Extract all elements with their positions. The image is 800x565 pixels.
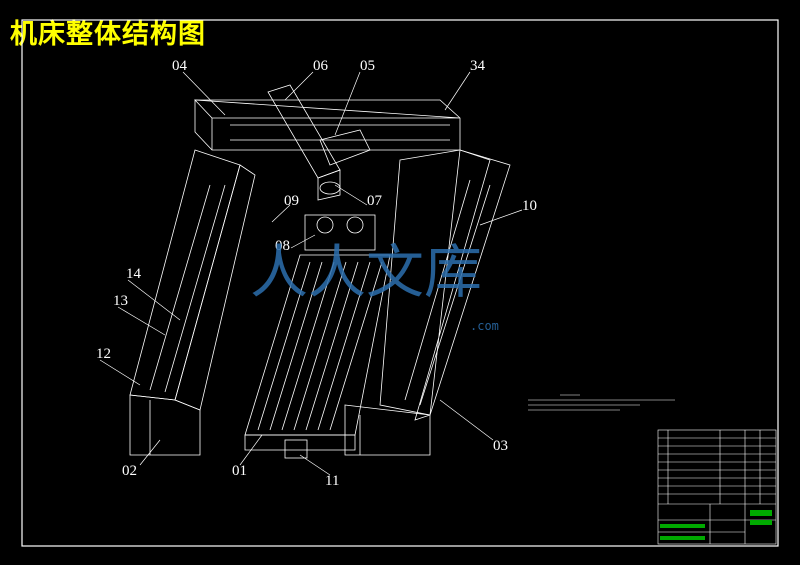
part-label-14: 14 — [126, 266, 142, 282]
watermark-text: 人人文库 — [250, 238, 482, 306]
technical-notes — [528, 394, 675, 411]
part-label-34: 34 — [470, 58, 486, 74]
watermark-domain: .com — [470, 319, 499, 333]
part-labels: 04 06 05 34 07 09 08 10 14 13 12 02 01 1… — [96, 58, 537, 489]
part-label-07: 07 — [367, 193, 383, 209]
part-label-06: 06 — [313, 58, 329, 74]
part-label-02: 02 — [122, 463, 137, 479]
part-label-11: 11 — [325, 473, 339, 489]
drawing-title: 机床整体结构图 — [10, 19, 206, 50]
part-label-12: 12 — [96, 346, 111, 362]
watermark: 人人文库 .com — [250, 238, 499, 333]
part-label-10: 10 — [522, 198, 537, 214]
part-label-03: 03 — [493, 438, 508, 454]
part-label-01: 01 — [232, 463, 247, 479]
part-label-05: 05 — [360, 58, 375, 74]
machine-outline — [129, 84, 511, 459]
leader-lines — [99, 71, 523, 476]
part-label-08: 08 — [275, 238, 290, 254]
part-label-13: 13 — [113, 293, 128, 309]
part-label-09: 09 — [284, 193, 299, 209]
part-label-04: 04 — [172, 58, 188, 74]
title-block — [657, 429, 777, 545]
drawing-border — [21, 19, 779, 547]
